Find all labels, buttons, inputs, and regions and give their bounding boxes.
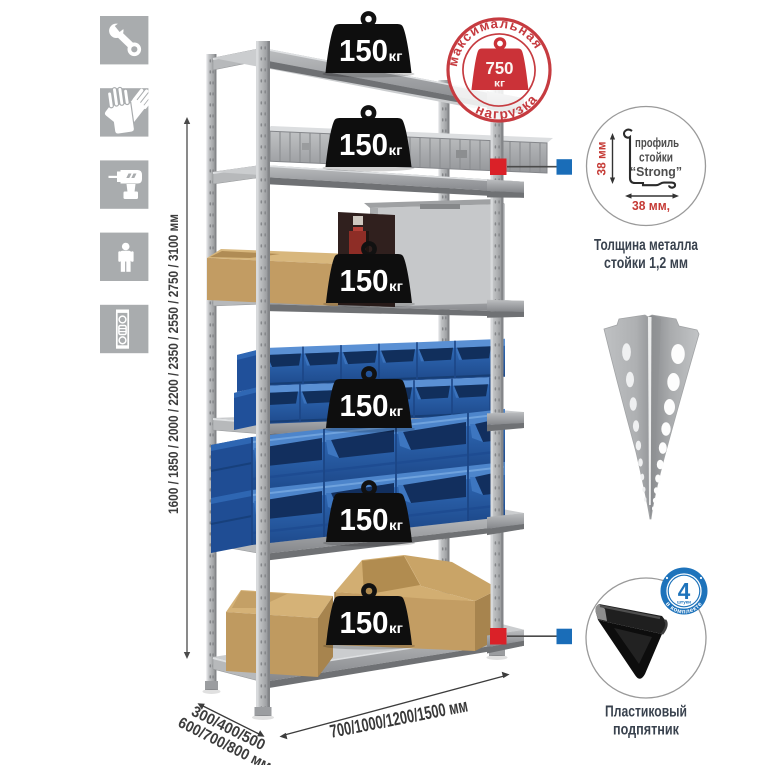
svg-text:стойки 1,2 мм: стойки 1,2 мм (604, 255, 688, 272)
svg-text:“Strong”: “Strong” (630, 164, 682, 179)
svg-text:кг: кг (389, 404, 403, 419)
svg-text:150: 150 (340, 605, 389, 640)
svg-text:кг: кг (389, 621, 403, 636)
svg-text:Пластиковый: Пластиковый (605, 704, 687, 721)
svg-text:профиль: профиль (635, 135, 679, 150)
svg-text:штуки: штуки (677, 600, 691, 605)
svg-text:150: 150 (339, 127, 388, 162)
svg-text:кг: кг (389, 143, 403, 158)
svg-text:стойки: стойки (639, 150, 673, 165)
svg-text:4: 4 (678, 578, 691, 604)
svg-text:подпятник: подпятник (613, 722, 680, 739)
svg-text:750: 750 (486, 58, 514, 78)
svg-text:150: 150 (340, 388, 389, 423)
svg-text:кг: кг (389, 279, 403, 294)
svg-text:кг: кг (494, 78, 506, 90)
svg-text:1600 / 1850 / 2000 / 2200 / 23: 1600 / 1850 / 2000 / 2200 / 2350 / 2550 … (165, 214, 181, 514)
svg-text:150: 150 (340, 502, 389, 537)
svg-text:150: 150 (340, 263, 389, 298)
svg-text:38 мм: 38 мм (597, 142, 609, 176)
svg-text:Толщина металла: Толщина металла (594, 237, 698, 254)
svg-text:700/1000/1200/1500 мм: 700/1000/1200/1500 мм (328, 694, 469, 741)
svg-text:кг: кг (389, 518, 403, 533)
svg-text:38 мм,: 38 мм, (632, 199, 670, 213)
svg-text:150: 150 (339, 33, 388, 68)
svg-text:кг: кг (389, 49, 403, 64)
